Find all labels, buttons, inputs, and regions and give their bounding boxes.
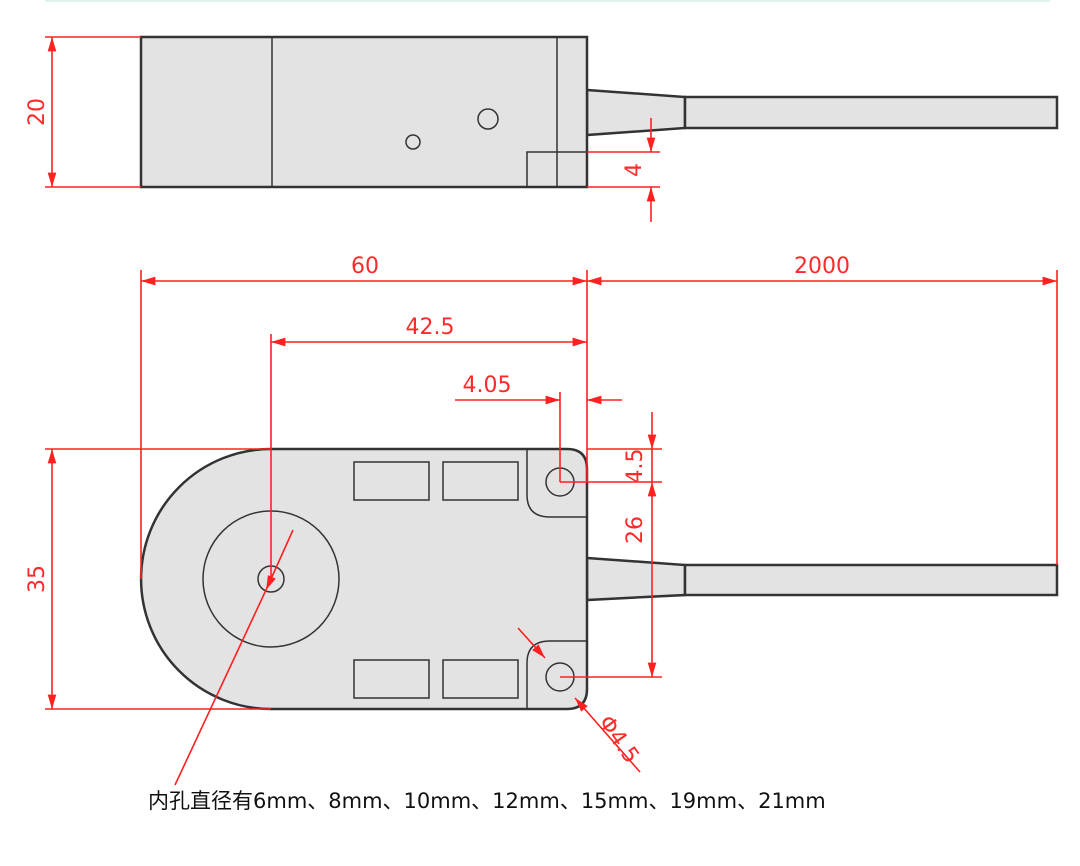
dim-mount-diameter: Φ4.5 [593, 711, 643, 768]
cable [683, 563, 1059, 597]
dim-hole-offset: 42.5 [406, 315, 455, 340]
dim-cable-length: 2000 [794, 254, 850, 279]
dim-mount-offset-y: 4.5 [623, 449, 648, 484]
cable-top [683, 95, 1059, 130]
side-view: 20 4 [25, 35, 1059, 222]
dim-mount-offset-x: 4.05 [463, 373, 512, 398]
cable-taper-top [585, 88, 687, 137]
inner-diameter-caption: 内孔直径有6mm、8mm、10mm、12mm、15mm、19mm、21mm [148, 789, 826, 813]
dim-mount-spacing: 26 [623, 516, 648, 544]
hole-icon [477, 108, 499, 130]
hole-icon [405, 134, 421, 150]
cable-taper [585, 556, 687, 602]
dim-length: 60 [351, 254, 379, 279]
dim-width: 35 [25, 565, 50, 593]
dim-step: 4 [622, 163, 647, 177]
top-view: 60 2000 42.5 4.05 4.5 26 35 Φ4.5 [25, 254, 1059, 786]
sensor-body-top [139, 447, 589, 711]
dim-height: 20 [25, 98, 50, 126]
sensor-body-side [139, 35, 589, 189]
